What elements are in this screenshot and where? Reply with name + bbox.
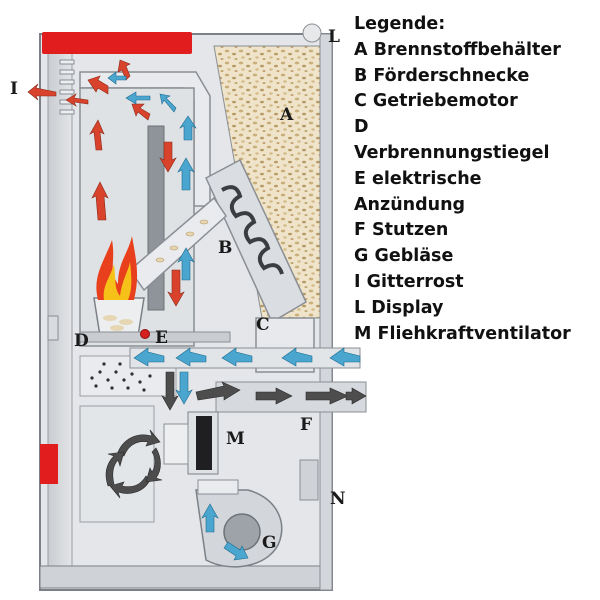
cold-arrow-intake-5 (133, 347, 165, 367)
top-red-panel (42, 32, 192, 54)
burn-pot (47, 297, 231, 343)
exhaust-arrow-swirl-4 (145, 447, 163, 483)
legend-item: Verbrennungstiegel (354, 142, 550, 163)
exhaust-arrow-out-3 (305, 387, 349, 405)
legend-item: A Brennstoffbehälter (354, 39, 561, 60)
legend-item: D (354, 117, 369, 138)
legend-item: M Fliehkraftventilator (354, 323, 571, 344)
hot-arrow-down-2 (159, 141, 177, 173)
hot-arrow-top-4 (131, 103, 151, 121)
grate-fins (59, 59, 75, 115)
label-l: L (328, 27, 340, 47)
cold-arrow-down-pipe (175, 371, 193, 405)
hot-arrow-up-2 (91, 181, 109, 221)
hot-arrow-top-1 (65, 93, 89, 107)
exhaust-arrow-out-4 (345, 387, 367, 405)
exhaust-arrow-swirl-2 (105, 451, 125, 487)
cold-arrow-blower-2 (223, 541, 249, 561)
legend-item: I Gitterrost (354, 271, 464, 292)
hot-arrow-top-2 (87, 75, 109, 95)
cold-arrow-intake-1 (329, 347, 361, 367)
legend-item: F Stutzen (354, 220, 449, 241)
exhaust-arrow-swirl-1 (117, 429, 161, 457)
cold-arrow-up-3 (179, 115, 197, 141)
legend-item: G Gebläse (354, 246, 454, 267)
hot-arrow-out-left (27, 83, 57, 101)
exhaust-arrow-out-2 (255, 387, 293, 405)
display-knob (302, 23, 322, 43)
cold-arrow-intake-4 (175, 347, 207, 367)
label-g: G (262, 533, 277, 553)
cold-arrow-intake-2 (281, 347, 313, 367)
cold-arrow-up-1 (177, 157, 195, 191)
hot-arrow-down-1 (167, 269, 185, 307)
exhaust-arrow-swirl-3 (109, 475, 151, 499)
ash-particles (90, 362, 152, 392)
exhaust-arrows (105, 371, 367, 499)
flame (96, 236, 138, 300)
centrifugal-fan (163, 411, 219, 475)
lower-convection-chamber (79, 405, 155, 523)
cold-arrow-blower-1 (201, 503, 219, 533)
legend-item: Anzündung (354, 194, 466, 215)
label-d: D (74, 331, 89, 351)
label-f: F (300, 415, 312, 435)
blower (195, 479, 283, 568)
label-e: E (155, 328, 168, 348)
chute-pellets (155, 219, 209, 263)
legend-item: B Förderschnecke (354, 65, 530, 86)
cold-arrow-top-1 (159, 93, 177, 113)
label-b: B (218, 238, 232, 258)
hot-air-arrows (27, 59, 185, 307)
igniter (140, 329, 150, 339)
feed-auger (205, 158, 307, 324)
legend-title: Legende: (354, 14, 446, 34)
label-n: N (330, 489, 346, 509)
service-panel (299, 459, 319, 501)
cold-arrow-up-2 (177, 247, 195, 281)
exhaust-arrow-down (161, 371, 179, 411)
legend-item: E elektrische (354, 168, 482, 189)
cold-arrow-top-2 (125, 91, 151, 105)
legend: Legende: A Brennstoffbehälter B Fördersc… (354, 12, 598, 347)
cold-air-arrows (107, 71, 361, 561)
hot-arrow-up-1 (89, 119, 105, 151)
cold-arrow-intake-3 (221, 347, 253, 367)
label-m: M (226, 429, 245, 449)
cold-arrow-top-3 (107, 71, 127, 85)
label-i: I (10, 79, 18, 99)
legend-item: C Getriebemotor (354, 91, 518, 112)
label-a: A (279, 105, 294, 125)
label-c: C (256, 315, 270, 335)
legend-item: L Display (354, 297, 444, 318)
exhaust-arrow-out-1 (195, 381, 241, 401)
side-red-panel (40, 444, 58, 484)
